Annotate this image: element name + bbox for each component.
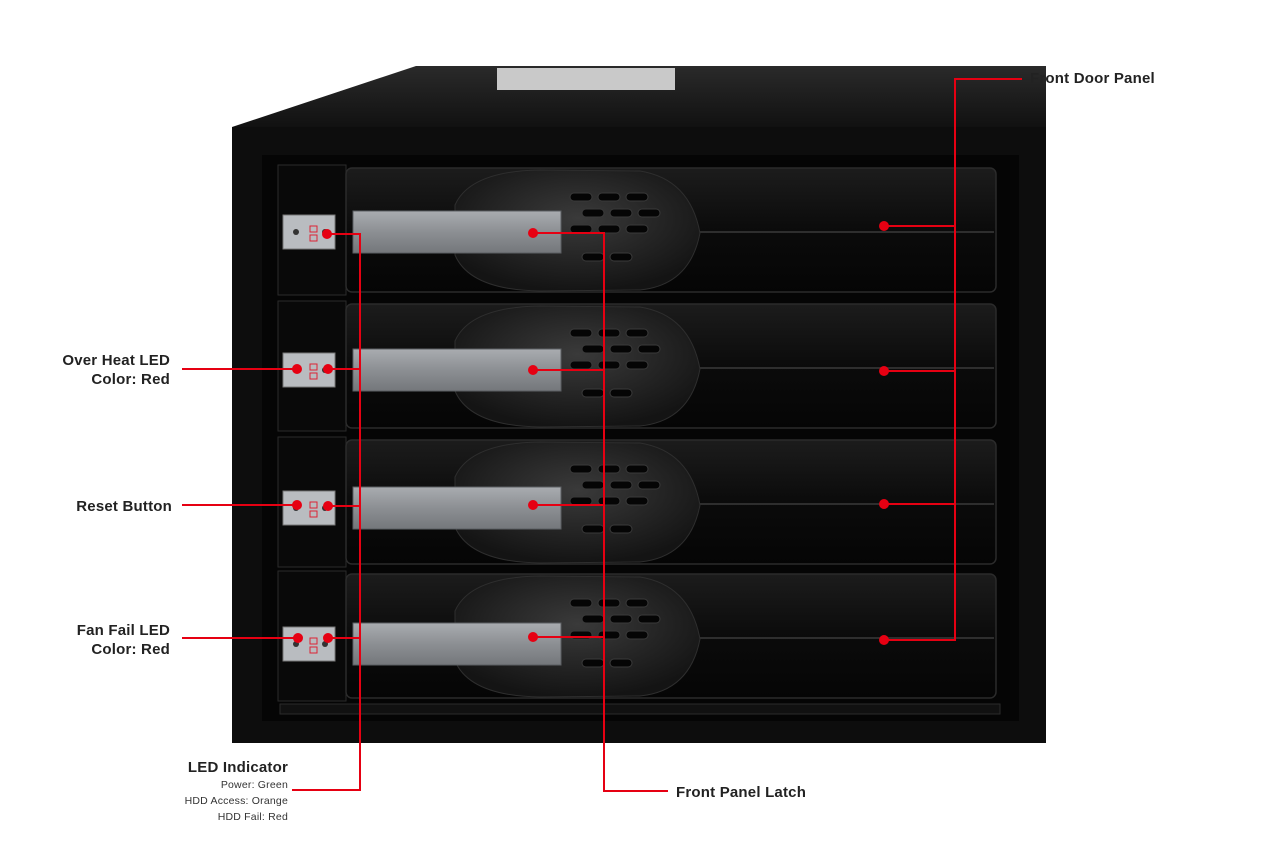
latch-dot-2	[528, 365, 538, 375]
led-lens	[309, 372, 318, 380]
fan-fail-led-title: Fan Fail LED	[76, 622, 170, 639]
front-door-dot-3	[879, 499, 889, 509]
reset-button-label: Reset Button	[76, 497, 172, 516]
led-indicator-title: LED Indicator	[187, 759, 288, 776]
vent-slot	[609, 208, 633, 218]
vent-slot	[625, 496, 649, 506]
led-lens	[309, 363, 318, 371]
drive-bay-2	[277, 300, 997, 432]
vent-slot	[637, 344, 661, 354]
front-door-dot-2	[879, 366, 889, 376]
vent-slot	[569, 192, 593, 202]
vent-slot	[569, 464, 593, 474]
vent-slot	[625, 224, 649, 234]
vent-slot	[625, 360, 649, 370]
fan-fail-led-color: Color: Red	[91, 641, 170, 658]
vent-slot	[609, 614, 633, 624]
over-heat-led-title: Over Heat LED	[62, 352, 170, 369]
vent-slot	[625, 328, 649, 338]
latch-dot-3	[528, 500, 538, 510]
led-indicator-power: Power: Green	[220, 779, 288, 791]
vent-slot	[581, 208, 605, 218]
front-door-panel-text: Front Door Panel	[1030, 70, 1155, 87]
led-indicator-dot-1	[322, 229, 332, 239]
over-heat-dot	[292, 364, 302, 374]
vent-slot	[569, 328, 593, 338]
vent-slot	[637, 614, 661, 624]
top-label-sticker	[497, 68, 675, 90]
front-door-line-main	[884, 78, 1022, 641]
latch-bar	[352, 486, 562, 530]
led-lens	[309, 646, 318, 654]
led-lens	[309, 510, 318, 518]
reset-button-text: Reset Button	[76, 498, 172, 515]
latch-bar	[352, 210, 562, 254]
front-door-panel-label: Front Door Panel	[1030, 69, 1155, 88]
latch-dot-1	[528, 228, 538, 238]
vent-slot	[609, 480, 633, 490]
front-panel-latch-label: Front Panel Latch	[676, 783, 806, 802]
led-indicator-hdd-access: HDD Access: Orange	[184, 795, 288, 807]
led-indicator-label: LED Indicator Power: Green HDD Access: O…	[185, 758, 288, 825]
latch-dot-4	[528, 632, 538, 642]
led-indicator-dot-2	[323, 364, 333, 374]
vent-slot	[609, 658, 633, 668]
front-door-dot-4	[879, 635, 889, 645]
vent-slot	[609, 344, 633, 354]
drive-bay-4	[277, 570, 997, 702]
front-panel-latch-text: Front Panel Latch	[676, 784, 807, 801]
vent-slot	[569, 598, 593, 608]
vent-slot	[637, 208, 661, 218]
over-heat-led-color: Color: Red	[91, 371, 170, 388]
vent-slot	[637, 480, 661, 490]
fan-fail-led-label: Fan Fail LED Color: Red	[77, 621, 170, 659]
vent-slot	[597, 224, 621, 234]
led-indicator-hdd-fail: HDD Fail: Red	[217, 811, 288, 823]
latch-line-main	[533, 232, 668, 792]
led-lens	[309, 225, 318, 233]
led-lens	[309, 501, 318, 509]
latch-bar	[352, 348, 562, 392]
enclosure-bottom-lip	[279, 703, 1001, 715]
vent-slot	[625, 464, 649, 474]
drive-bay-3	[277, 436, 997, 568]
reset-dot	[292, 500, 302, 510]
latch-bar	[352, 622, 562, 666]
led-indicator-dot-3	[323, 501, 333, 511]
reset-hole	[293, 229, 299, 235]
vent-slot	[609, 524, 633, 534]
led-lens	[309, 637, 318, 645]
vent-slot	[625, 598, 649, 608]
front-door-dot-1	[879, 221, 889, 231]
vent-slot	[609, 252, 633, 262]
enclosure-top	[232, 66, 1046, 127]
vent-slot	[609, 388, 633, 398]
vent-slot	[625, 630, 649, 640]
led-lens	[309, 234, 318, 242]
over-heat-led-label: Over Heat LED Color: Red	[62, 351, 170, 389]
led-indicator-line-main	[292, 233, 361, 791]
led-indicator-dot-4	[323, 633, 333, 643]
vent-slot	[625, 192, 649, 202]
vent-slot	[597, 192, 621, 202]
drive-bay-1	[277, 164, 997, 296]
fan-fail-dot	[293, 633, 303, 643]
